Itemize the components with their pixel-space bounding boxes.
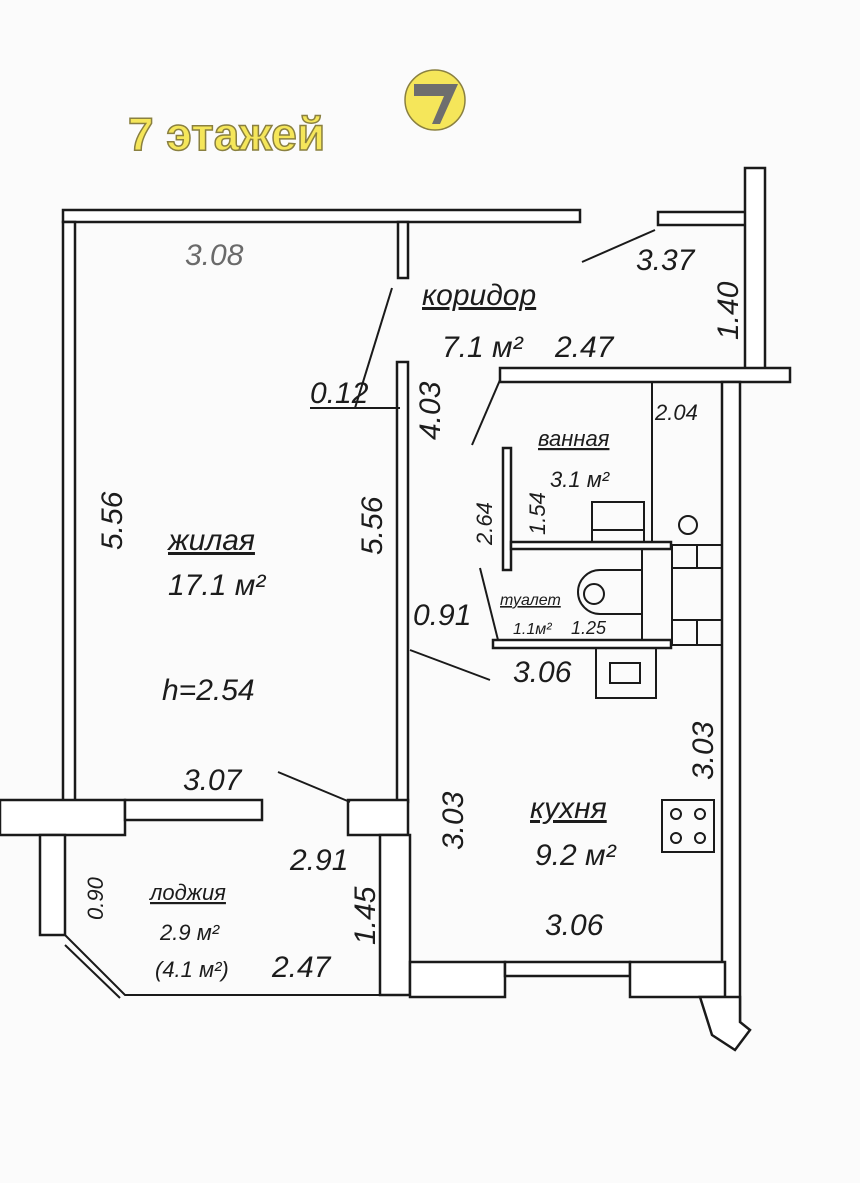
room-area-loggia-full: (4.1 м²) (155, 957, 229, 982)
leader-lines (277, 229, 656, 803)
floors-title: 7 этажей (128, 108, 325, 160)
dim-kitchen-right: 3.03 (687, 721, 720, 780)
room-height: h=2.54 (162, 674, 255, 707)
dim-corridor-side: 1.40 (712, 281, 745, 340)
walls (0, 166, 792, 1052)
dim-loggia-left: 0.90 (83, 876, 108, 920)
dim-bath-left: 2.64 (472, 502, 497, 546)
floor-badge-icon (404, 69, 466, 131)
dim-corridor-right: 3.37 (636, 244, 696, 277)
dim-toilet-length: 1.25 (571, 618, 607, 638)
dim-toilet-door: 0.91 (413, 599, 471, 632)
dim-corridor-width: 2.47 (554, 331, 615, 364)
dim-corridor-length: 4.03 (414, 381, 447, 440)
dim-loggia-top: 2.91 (289, 844, 348, 877)
room-area-toilet: 1.1м² (513, 621, 552, 638)
room-area-bathroom: 3.1 м² (550, 467, 610, 492)
room-area-living: 17.1 м² (168, 569, 266, 602)
dim-living-top: 3.08 (185, 239, 244, 272)
dim-living-right: 5.56 (356, 496, 389, 555)
dim-door: 0.12 (310, 377, 369, 410)
room-name-living: жилая (166, 524, 255, 557)
room-area-corridor: 7.1 м² (442, 331, 524, 364)
room-area-kitchen: 9.2 м² (535, 839, 617, 872)
room-name-bathroom: ванная (538, 426, 610, 451)
dim-living-left: 5.56 (96, 491, 129, 550)
dim-bath-inner: 1.54 (525, 492, 550, 535)
dim-kitchen-bottom: 3.06 (545, 909, 604, 942)
room-name-kitchen: кухня (530, 792, 607, 825)
fixtures (577, 501, 723, 853)
dim-loggia-right: 1.45 (349, 886, 382, 945)
room-name-corridor: коридор (422, 279, 536, 312)
room-area-loggia: 2.9 м² (159, 920, 220, 945)
dim-living-bottom: 3.07 (183, 764, 243, 797)
dim-kitchen-top: 3.06 (513, 656, 572, 689)
room-name-loggia: лоджия (148, 880, 226, 905)
room-name-toilet: туалет (500, 592, 561, 609)
dim-bath-right: 2.04 (654, 400, 698, 425)
dim-kitchen-left: 3.03 (437, 791, 470, 850)
dim-loggia-bottom: 2.47 (271, 951, 332, 984)
